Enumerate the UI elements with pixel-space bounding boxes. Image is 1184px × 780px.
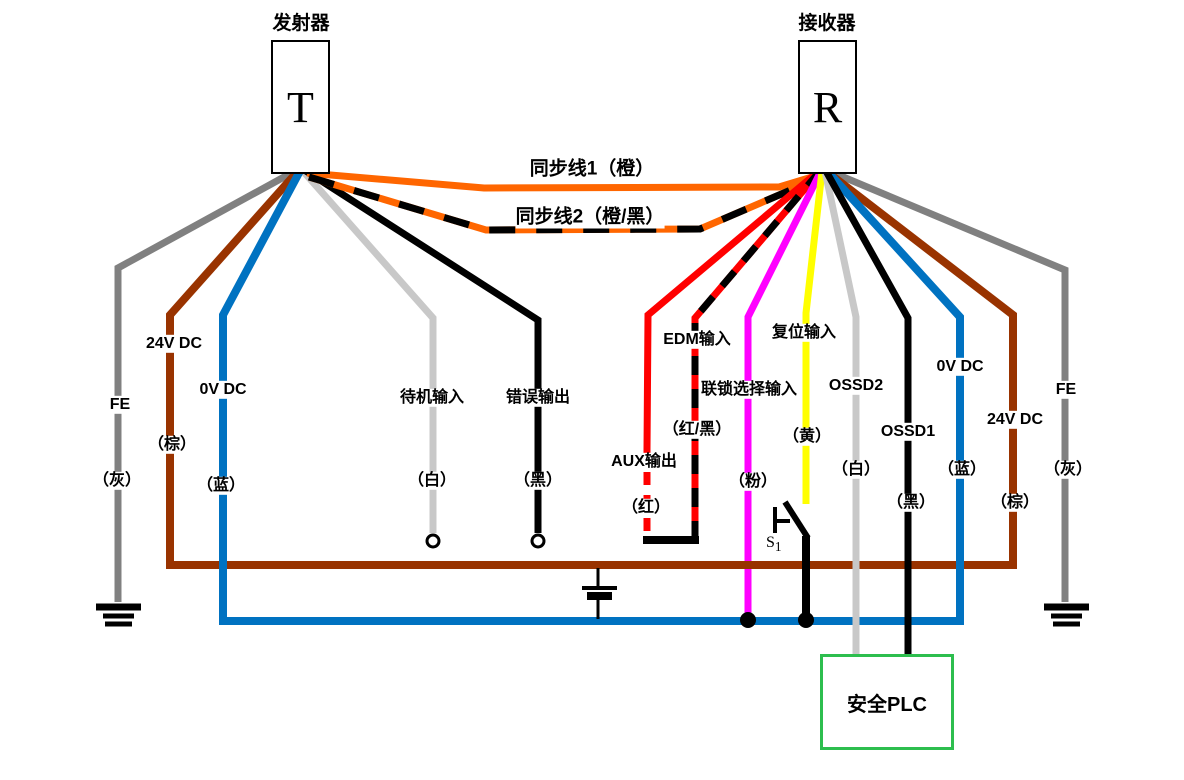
transmitter-title: 发射器 (272, 13, 330, 34)
plc-box: 安全PLC (820, 654, 954, 750)
battery-symbol (582, 568, 617, 619)
label-pink: （粉） (727, 472, 779, 492)
label-red-black: （红/黑） (661, 420, 733, 440)
edm-input-wire-dashes (691, 168, 823, 537)
label-red: （红） (620, 498, 672, 518)
label-white-right: （白） (830, 460, 882, 480)
label-fe-right: FE (1054, 380, 1078, 400)
receiver-title: 接收器 (798, 13, 856, 34)
label-black-right: （黑） (885, 493, 937, 513)
interlock-junction-dot (740, 612, 756, 628)
label-error-output: 错误输出 (504, 388, 572, 408)
label-fe-left: FE (108, 395, 132, 415)
s1-switch (773, 500, 811, 618)
interlock-select-wire (744, 169, 825, 618)
ground-symbol-left (96, 603, 141, 627)
sync2-label: 同步线2（橙/黑） (515, 201, 665, 229)
error-output-wire (304, 168, 542, 533)
fe-left-wire (114, 167, 297, 602)
label-brown-right: （棕） (989, 493, 1041, 513)
0v-blue-wire (219, 168, 964, 625)
standby-input-wire (300, 168, 437, 533)
label-reset-input: 复位输入 (770, 323, 838, 343)
label-blue-left: （蓝） (195, 476, 247, 496)
aux-output-wire (643, 168, 822, 450)
plc-label: 安全PLC (847, 693, 927, 716)
s1-junction-dot (798, 612, 814, 628)
label-24v-right: 24V DC (985, 410, 1045, 430)
label-yellow: （黄） (781, 427, 833, 447)
error-open-terminal (530, 533, 546, 549)
label-gray-left: （灰） (91, 471, 143, 491)
receiver-box: R (798, 40, 857, 174)
label-standby-input: 待机输入 (398, 388, 466, 408)
s1-switch-label: S1 (766, 534, 782, 555)
sync1-wire (306, 169, 824, 192)
label-edm-input: EDM输入 (662, 330, 732, 350)
transmitter-letter: T (287, 82, 314, 132)
24v-brown-wire (166, 167, 1017, 569)
ossd1-wire (822, 169, 912, 656)
label-gray-right: （灰） (1042, 460, 1094, 480)
sync2-wire-dashes (307, 173, 823, 234)
label-brown-left: （棕） (146, 435, 198, 455)
sync1-label: 同步线1（橙） (529, 153, 655, 181)
transmitter-box: T (271, 40, 330, 174)
receiver-letter: R (812, 82, 843, 132)
fe-right-wire (827, 167, 1069, 602)
label-ossd2: OSSD2 (827, 376, 885, 396)
label-0v-right: 0V DC (935, 357, 985, 377)
label-0v-left: 0V DC (198, 380, 248, 400)
ossd2-wire (821, 170, 860, 656)
label-aux-output: AUX输出 (610, 452, 678, 472)
label-ossd1: OSSD1 (879, 422, 937, 442)
label-white-left: （白） (406, 471, 458, 491)
label-blue-right: （蓝） (936, 460, 988, 480)
label-black-left: （黑） (512, 471, 564, 491)
label-24v-left: 24V DC (144, 334, 204, 354)
standby-open-terminal (425, 533, 441, 549)
ground-symbol-right (1044, 603, 1089, 627)
label-interlock-select: 联锁选择输入 (699, 380, 799, 400)
